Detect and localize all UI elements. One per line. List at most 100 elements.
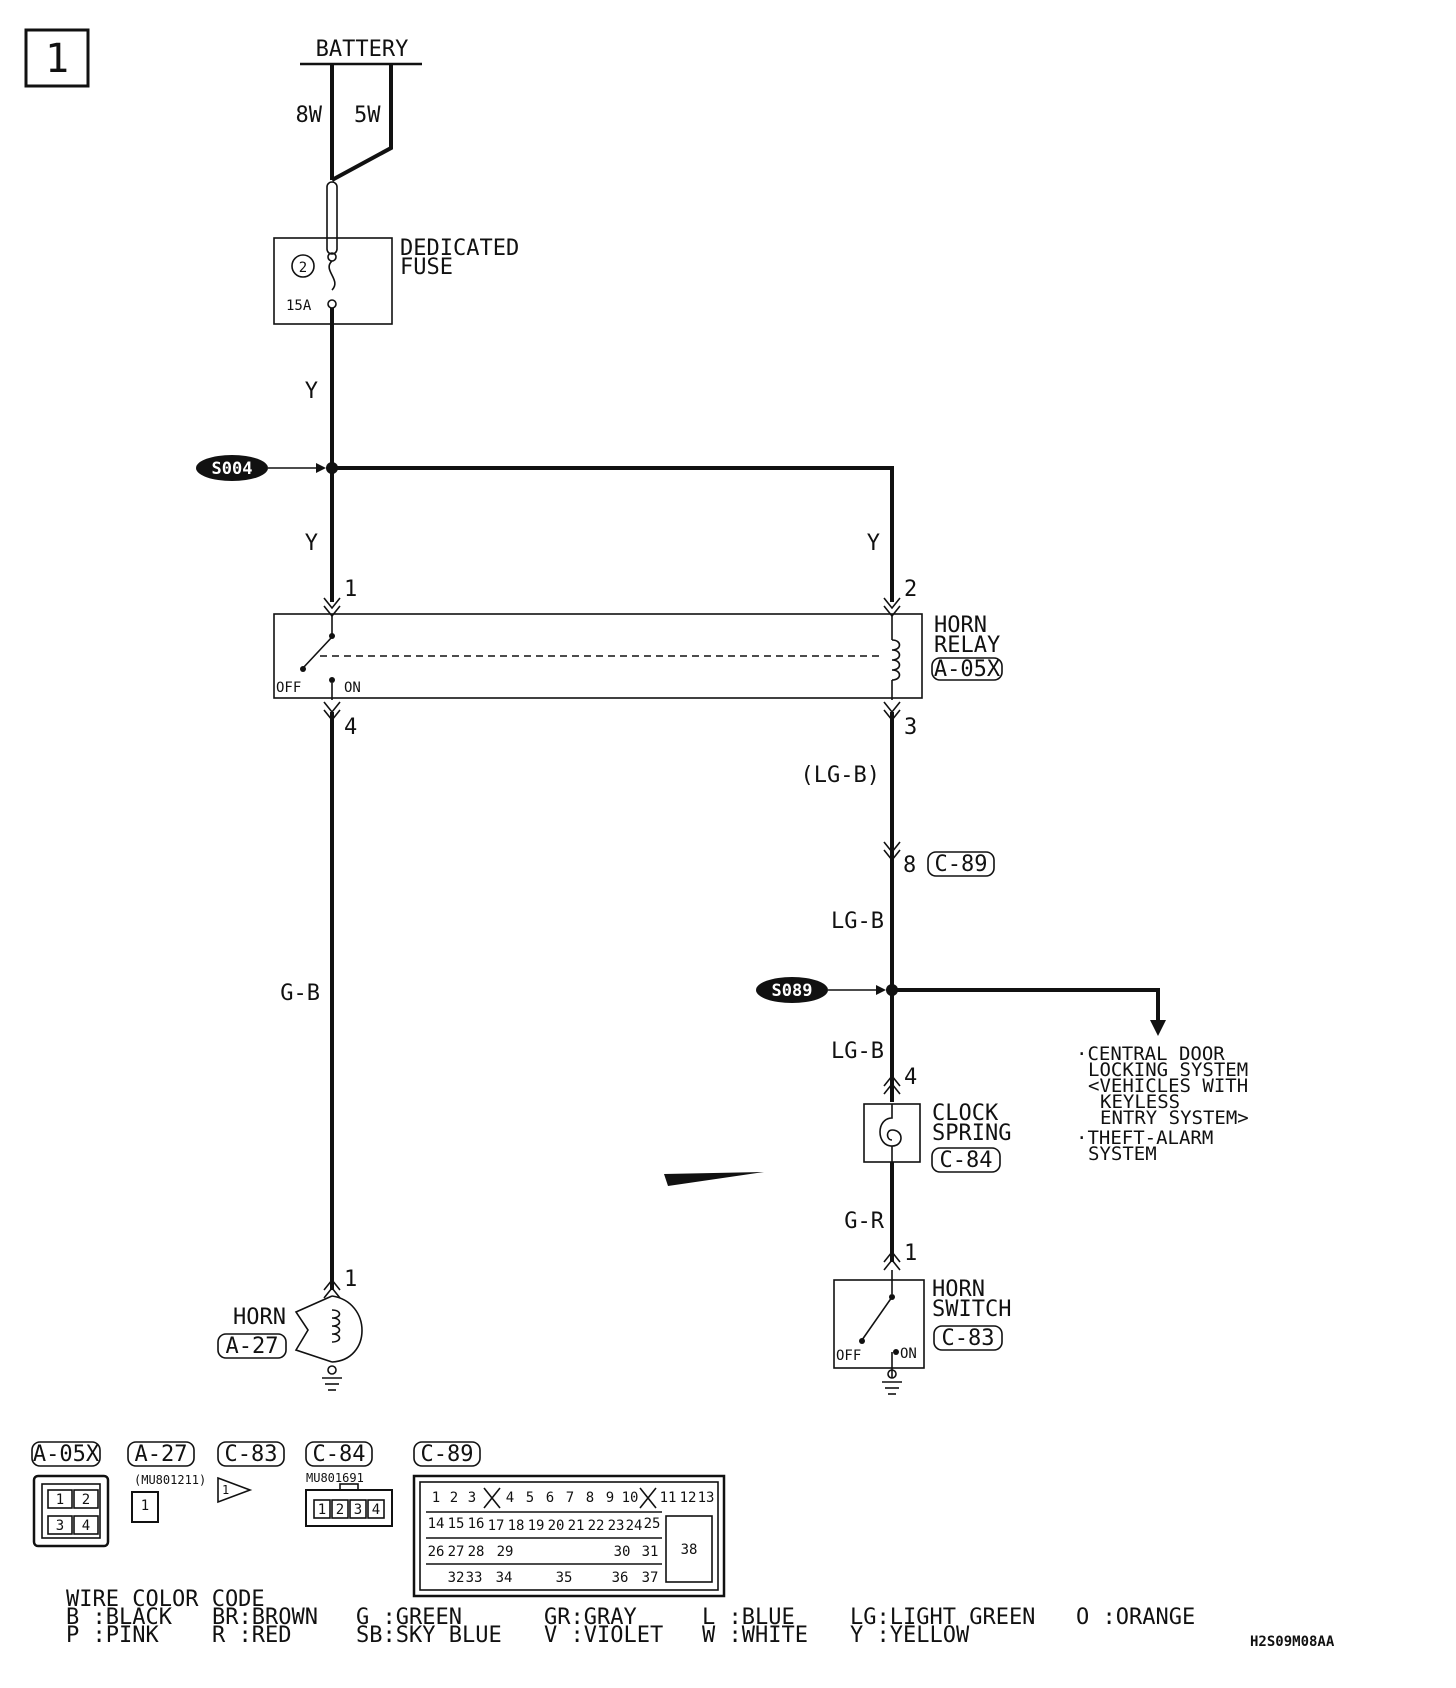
c89-big-cavity (665, 1515, 713, 1583)
horn-switch-label-line2: SWITCH (932, 1297, 1011, 1322)
c89-pin: 16 (468, 1516, 485, 1532)
color-code-lg: LG:LIGHT GREEN (850, 1605, 1035, 1630)
junction-connector-box (927, 851, 995, 877)
color-code-p: P :PINK (66, 1623, 159, 1648)
c89-pin: 1 (432, 1490, 440, 1506)
legend-a05x-tag (31, 1441, 101, 1467)
c89-pin: 8 (586, 1490, 594, 1506)
c89-pin: 28 (468, 1544, 485, 1560)
legend-c84: C-84 (313, 1442, 366, 1467)
c84-cell-4 (367, 1499, 385, 1519)
clock-spring-connector-box (931, 1147, 1001, 1173)
relay-off-label: OFF (276, 680, 301, 696)
a05x-pin-1: 1 (56, 1492, 64, 1508)
clock-spring-symbol (879, 1104, 902, 1147)
horn-switch-connector: C-83 (942, 1326, 995, 1351)
c89-pin-big: 38 (681, 1542, 698, 1558)
c89-pin: 17 (488, 1518, 505, 1534)
fuse-terminal-bottom (327, 299, 337, 309)
color-code-g: G :GREEN (356, 1605, 462, 1630)
c89-pin: 21 (568, 1518, 585, 1534)
horn-switch-box (833, 1279, 925, 1369)
horn-relay-connector-box (931, 657, 1003, 681)
a05x-pin-2: 2 (82, 1492, 90, 1508)
destination-line2: LOCKING SYSTEM (1088, 1059, 1248, 1081)
horn-terminal (323, 1278, 341, 1299)
destination-arrow (1150, 1020, 1166, 1036)
a05x-cell-1 (47, 1489, 73, 1509)
horn-switch-connector-box (933, 1325, 1003, 1351)
legend-c89: C-89 (421, 1442, 474, 1467)
junction-terminal (883, 841, 901, 862)
c89-pin: 31 (642, 1544, 659, 1560)
c89-pin: 19 (528, 1518, 545, 1534)
figure-code: H2S09M08AA (1250, 1634, 1335, 1650)
horn-switch-on-label: ON (900, 1346, 917, 1362)
c84-pin-1: 1 (318, 1502, 326, 1518)
destination-line5: ENTRY SYSTEM> (1100, 1107, 1249, 1129)
c84-cell-3 (349, 1499, 367, 1519)
relay-pin3: 3 (904, 715, 917, 740)
clock-spring-label-line2: SPRING (932, 1121, 1011, 1146)
color-code-l: L :BLUE (702, 1605, 795, 1630)
horn-switch-contact-off (859, 1338, 865, 1344)
c89-pin: 37 (642, 1570, 659, 1586)
fuse-element (328, 260, 336, 291)
c89-pin: 33 (466, 1570, 483, 1586)
color-code-r: R :RED (212, 1623, 291, 1648)
c83-pin: 1 (222, 1483, 229, 1497)
c89-pin: 6 (546, 1490, 554, 1506)
c89-inner (419, 1481, 719, 1591)
wire-label-g-b: G-B (280, 981, 320, 1006)
color-code-v: V :VIOLET (544, 1623, 663, 1648)
horn-connector: A-27 (226, 1334, 279, 1359)
wire-label-lgb-lower: LG-B (831, 1039, 884, 1064)
fuse-rating: 15A (286, 298, 312, 314)
legend-c89-tag (413, 1441, 481, 1467)
relay-switch-blade (302, 636, 333, 669)
c89-pins: 1 2 3 4 5 6 7 8 9 10 11 12 13 14 15 16 1… (426, 1487, 715, 1586)
splice-s089-label: S089 (772, 981, 813, 1001)
c89-pin: 7 (566, 1490, 574, 1506)
wire-label-5w: 5W (354, 103, 381, 128)
legend-a05x: A-05X (33, 1442, 100, 1467)
c89-pin: 35 (556, 1570, 573, 1586)
c83-shape (217, 1476, 253, 1504)
a05x-inner (41, 1483, 101, 1539)
horn-pin: 1 (344, 1267, 357, 1292)
relay-pin2: 2 (904, 577, 917, 602)
horn-switch-label-line1: HORN (932, 1277, 985, 1302)
horn-ground-terminal (327, 1365, 337, 1375)
legend-c84-tag (305, 1441, 373, 1467)
legend-a27-tag (127, 1441, 195, 1467)
clock-spring-connector: C-84 (940, 1148, 993, 1173)
fuse-number-circle (291, 254, 315, 278)
wire-label-y-left: Y (305, 531, 318, 556)
horn-relay-box (273, 613, 923, 699)
horn-switch-ground-terminal (887, 1369, 897, 1379)
junction-dot-s004 (326, 462, 338, 474)
battery-label: BATTERY (316, 37, 409, 62)
c89-pin: 15 (448, 1516, 465, 1532)
a05x-pin-3: 3 (56, 1518, 64, 1534)
c89-pin: 23 (608, 1518, 625, 1534)
fuse-number: 2 (299, 260, 307, 276)
color-code-y: Y :YELLOW (850, 1623, 970, 1648)
clock-spring-label-line1: CLOCK (932, 1101, 999, 1126)
horn-relay-label-line2: RELAY (934, 633, 1000, 658)
c89-pin: 13 (698, 1490, 715, 1506)
destination-line6: ·THEFT-ALARM (1076, 1127, 1213, 1149)
horn-switch-pin: 1 (904, 1241, 917, 1266)
c89-pin: 22 (588, 1518, 605, 1534)
relay-contact-on (329, 677, 335, 683)
junction-connector: C-89 (935, 852, 988, 877)
relay-on-label: ON (344, 680, 361, 696)
relay-coil (891, 639, 901, 681)
c89-pin: 24 (626, 1518, 643, 1534)
splice-s004 (196, 455, 268, 481)
c89-pin: 14 (428, 1516, 445, 1532)
horn-connector-box (217, 1333, 287, 1359)
c89-pin: 5 (526, 1490, 534, 1506)
c89-pin: 2 (450, 1490, 458, 1506)
c89-shape (412, 1474, 726, 1598)
